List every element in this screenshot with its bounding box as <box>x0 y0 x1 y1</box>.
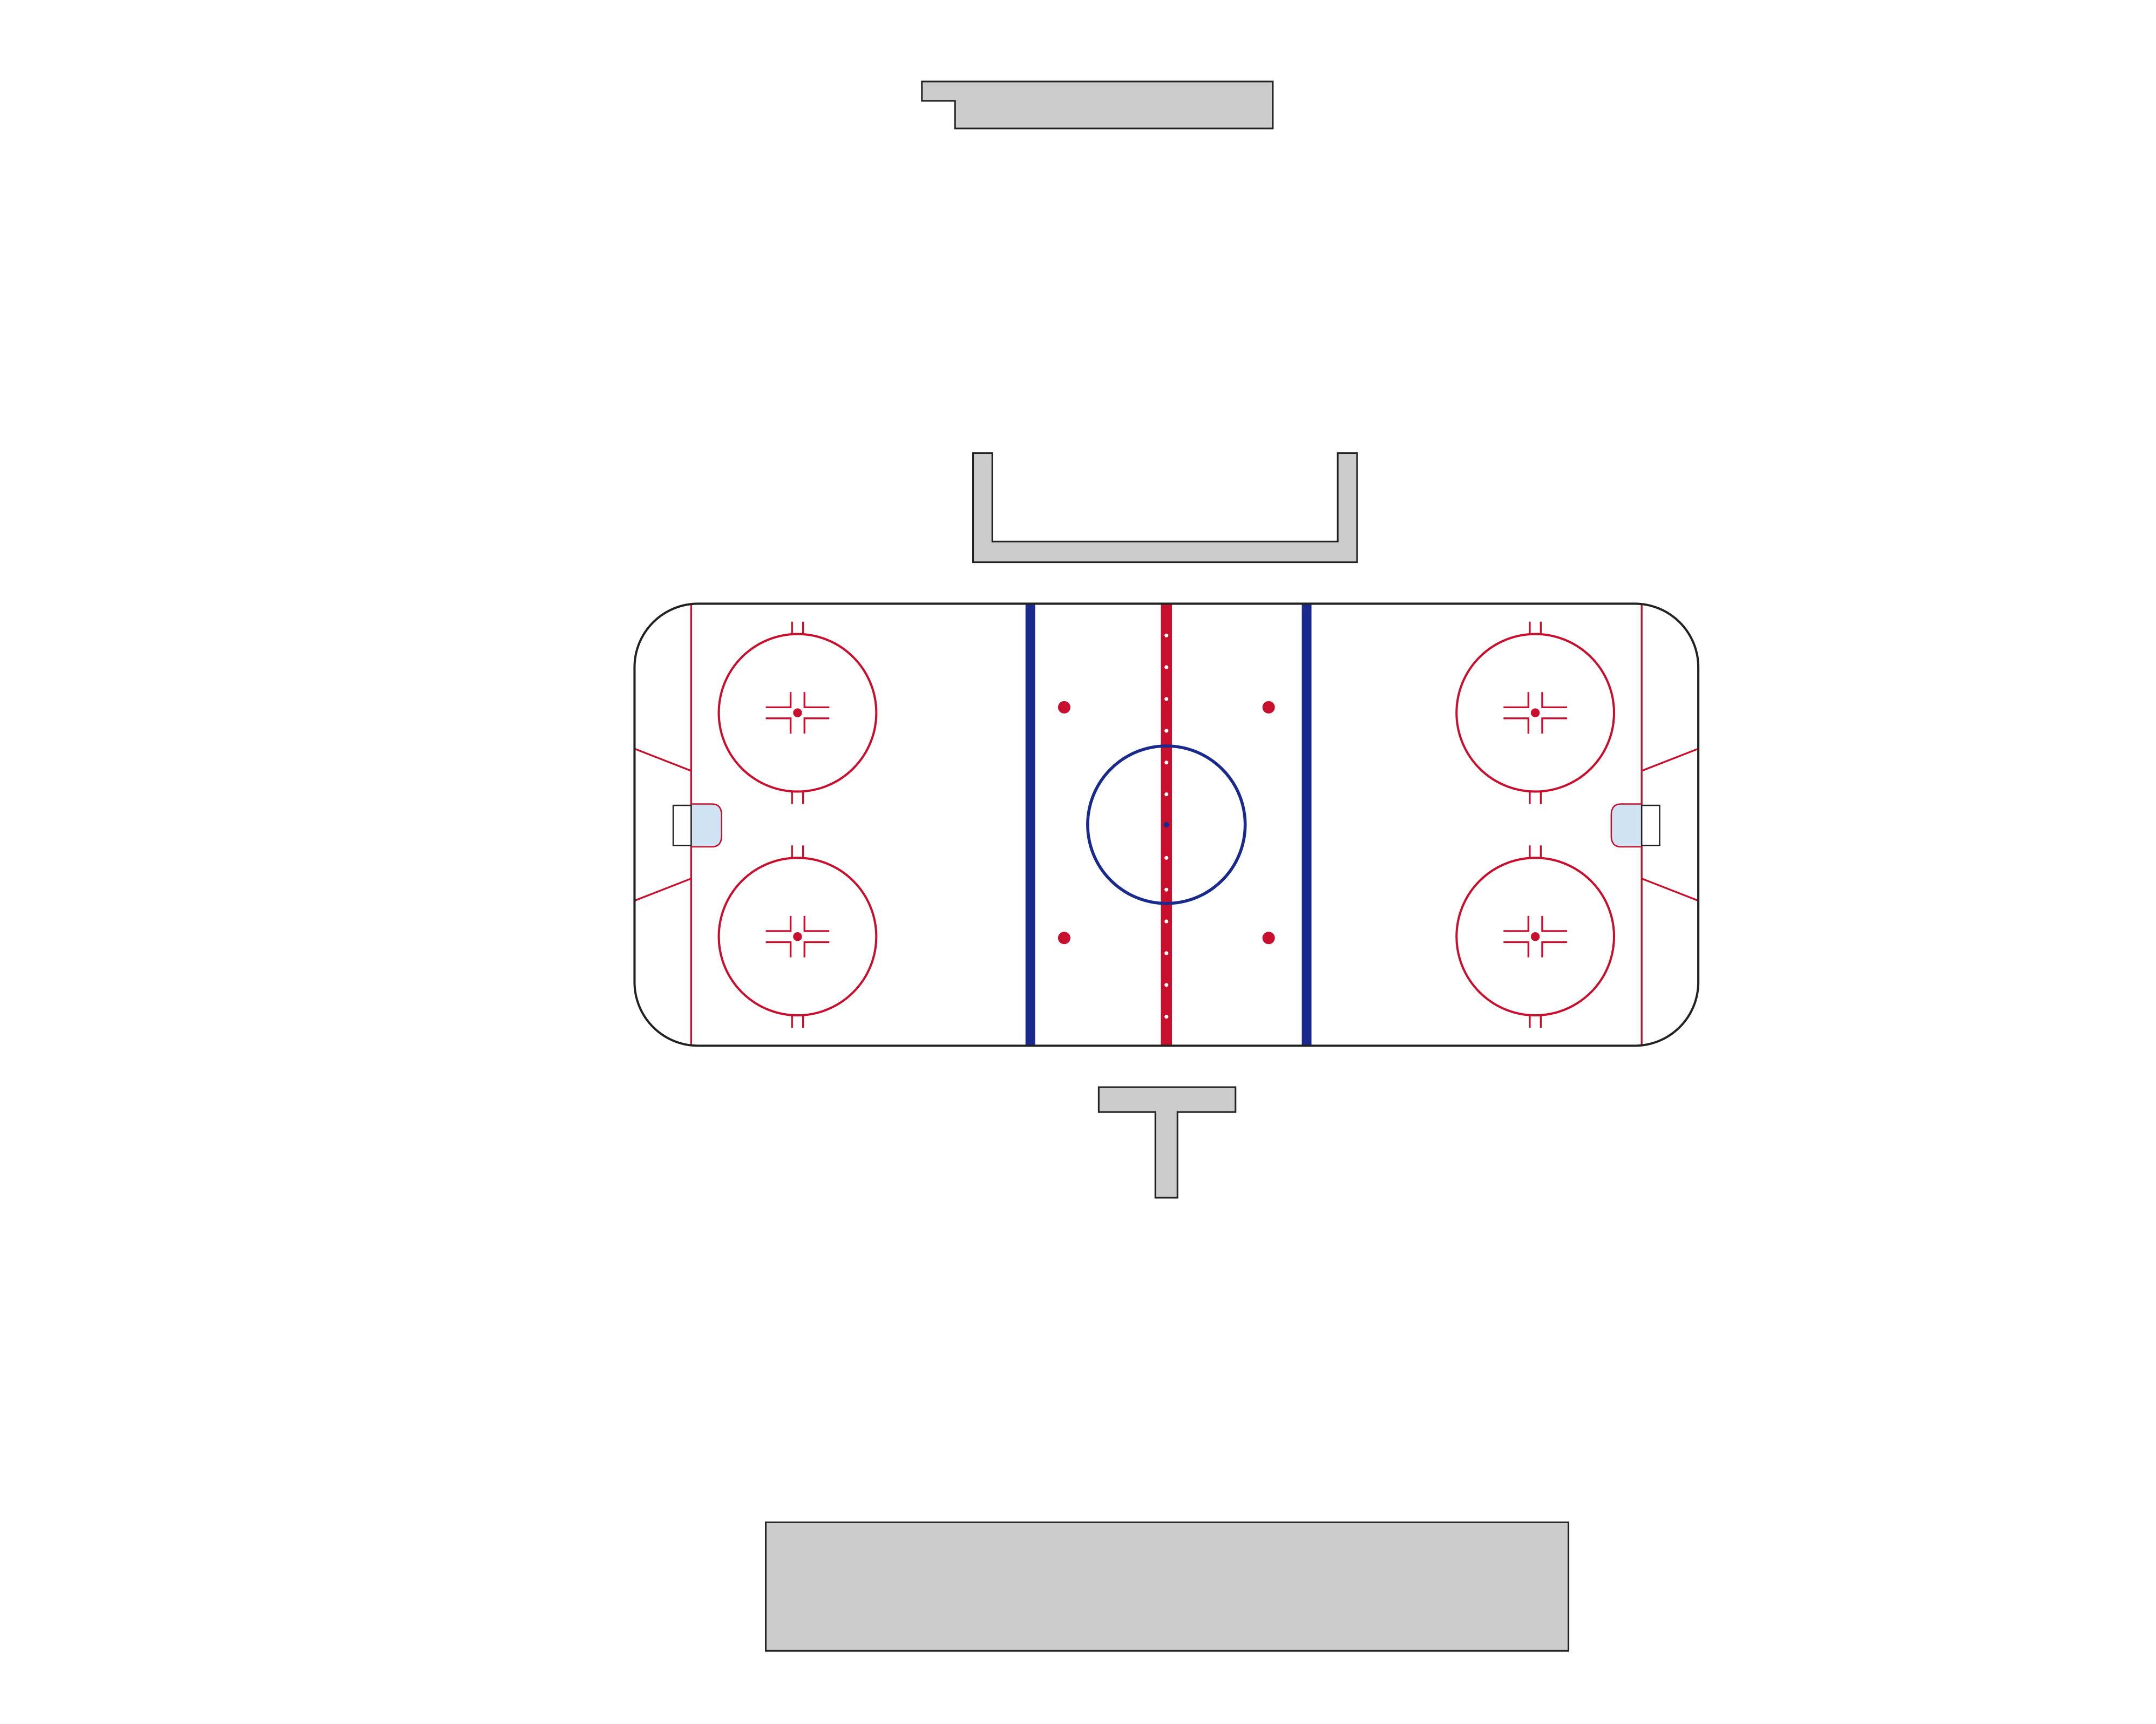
right-trapezoid-top <box>1641 748 1699 772</box>
faceoff-l-marking <box>765 692 792 709</box>
center-line-dot <box>1164 729 1169 733</box>
faceoff-l-marking <box>765 941 792 958</box>
neutral-dot-bottom-left <box>1057 932 1070 945</box>
left-blue-line <box>1025 603 1035 1046</box>
neutral-dot-top-right <box>1262 701 1275 714</box>
faceoff-l-marking <box>803 692 830 709</box>
faceoff-l-marking <box>1541 717 1567 734</box>
faceoff-circle-left-top <box>717 621 878 804</box>
faceoff-circle-ring <box>717 857 878 1017</box>
center-line-dots <box>1164 633 1169 1019</box>
center-line-dot <box>1164 1015 1169 1019</box>
center-line-dot <box>1164 665 1169 669</box>
faceoff-l-marking <box>1541 692 1567 709</box>
left-goal-crease <box>690 803 722 848</box>
center-line-dot <box>1164 856 1169 860</box>
faceoff-l-marking <box>1503 692 1529 709</box>
wide-block-structure <box>765 1521 1570 1652</box>
faceoff-l-marking <box>1503 915 1529 932</box>
u-bracket-structure <box>972 452 1358 564</box>
center-line-dot <box>1164 983 1169 987</box>
faceoff-circle-right-bottom <box>1455 845 1616 1028</box>
neutral-dot-top-left <box>1057 701 1070 714</box>
center-line-dot <box>1164 697 1169 701</box>
faceoff-l-marking <box>1541 941 1567 958</box>
faceoff-l-marking <box>765 915 792 932</box>
right-trapezoid-bottom <box>1641 878 1699 902</box>
faceoff-circle-right-top <box>1455 621 1616 804</box>
faceoff-l-marking <box>765 717 792 734</box>
center-line-dot <box>1164 919 1169 924</box>
center-faceoff-dot <box>1163 822 1169 828</box>
faceoff-l-marking <box>1503 717 1529 734</box>
end-zone-faceoff-circles <box>717 621 1616 1028</box>
left-goal-net <box>672 804 692 846</box>
center-line-dot <box>1164 761 1169 765</box>
rink <box>633 602 1700 1047</box>
faceoff-dot <box>793 932 802 941</box>
stepped-bar-structure <box>921 80 1274 130</box>
faceoff-dot <box>1530 932 1540 941</box>
faceoff-circle-ring <box>1455 857 1616 1017</box>
t-block-structure <box>1097 1086 1237 1199</box>
center-line-dot <box>1164 951 1169 955</box>
faceoff-circle-left-bottom <box>717 845 878 1028</box>
center-line-dot <box>1164 792 1169 797</box>
faceoff-dot <box>1530 708 1540 717</box>
right-goal-net <box>1640 804 1660 846</box>
faceoff-dot <box>793 708 802 717</box>
faceoff-l-marking <box>803 717 830 734</box>
faceoff-l-marking <box>803 915 830 932</box>
right-goal-crease <box>1610 803 1643 848</box>
center-line-dot <box>1164 887 1169 892</box>
rink-boards-outline <box>633 602 1700 1047</box>
faceoff-circle-ring <box>1455 633 1616 793</box>
faceoff-l-marking <box>803 941 830 958</box>
left-trapezoid-bottom <box>634 878 692 902</box>
center-line-dot <box>1164 633 1169 637</box>
neutral-dot-bottom-right <box>1262 932 1275 945</box>
faceoff-l-marking <box>1541 915 1567 932</box>
left-trapezoid-top <box>634 748 692 772</box>
center-faceoff-circle <box>1086 744 1247 905</box>
faceoff-l-marking <box>1503 941 1529 958</box>
faceoff-circle-ring <box>717 633 878 793</box>
right-blue-line <box>1301 603 1312 1046</box>
